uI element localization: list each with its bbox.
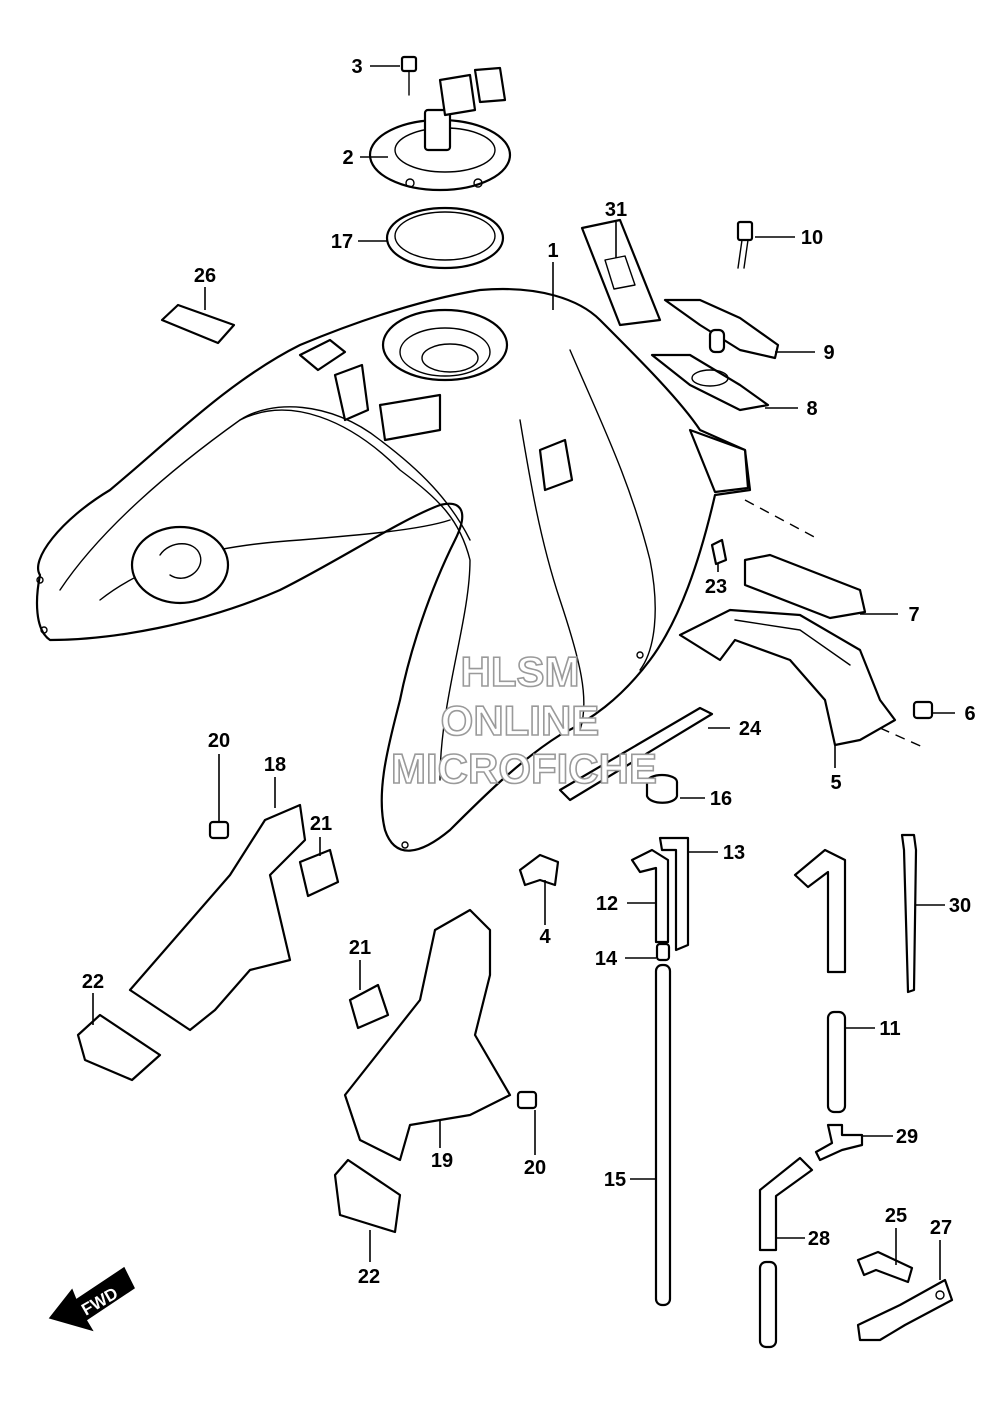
watermark-line-2: ONLINE: [441, 697, 600, 744]
callout-2: 2: [342, 147, 353, 169]
callout-9: 9: [823, 342, 834, 364]
callout-12: 12: [596, 893, 618, 915]
callout-20-b: 20: [524, 1157, 546, 1179]
hose-15: [654, 963, 672, 1307]
callout-6: 6: [964, 703, 975, 725]
callout-11: 11: [879, 1018, 900, 1040]
callout-23: 23: [705, 576, 727, 598]
callout-14: 14: [595, 948, 618, 970]
hose-28: [758, 1156, 814, 1252]
cushion-8: [650, 353, 770, 412]
bracket-9-spacer: [708, 328, 726, 354]
callout-18: 18: [264, 754, 286, 776]
callout-leaders: [92, 65, 955, 1280]
callout-20-a: 20: [208, 730, 230, 752]
callout-28: 28: [808, 1228, 830, 1250]
strip-24: [558, 706, 714, 802]
callout-25: 25: [885, 1205, 907, 1227]
hose-28-lower: [758, 1260, 778, 1349]
callout-13: 13: [723, 842, 745, 864]
joint-29: [814, 1123, 864, 1162]
callout-4: 4: [539, 926, 551, 948]
bolt-20-b: [516, 1090, 538, 1110]
gasket-17: [385, 206, 505, 270]
callout-15: 15: [604, 1169, 626, 1191]
bolt-6: [912, 700, 934, 720]
bolt-20-a: [208, 820, 230, 840]
callout-22-a: 22: [82, 971, 104, 993]
watermark: HLSM ONLINE MICROFICHE: [390, 647, 658, 793]
bracket-19: [343, 908, 512, 1162]
callout-30: 30: [949, 895, 971, 917]
assembly-guide-line-1: [744, 499, 821, 541]
callout-17: 17: [331, 231, 353, 253]
cushion-21-b: [348, 983, 390, 1030]
callout-26: 26: [194, 265, 216, 287]
hose-12: [630, 848, 670, 944]
bolt-25: [856, 1250, 914, 1284]
bolt-10: [736, 220, 754, 269]
callout-3: 3: [351, 56, 362, 78]
fuel-cap: [368, 66, 512, 192]
tie-30: [900, 833, 918, 994]
hose-13: [658, 836, 690, 952]
watermark-line-3: MICROFICHE: [391, 745, 657, 792]
callout-22-b: 22: [358, 1266, 380, 1288]
cushion-21-a: [298, 848, 340, 898]
callout-5: 5: [830, 772, 841, 794]
callout-7: 7: [908, 604, 919, 626]
cushion-7: [743, 553, 867, 620]
callout-numbers: 3 2 17 1 31 26 10 9 8 23 7 6 24 5 16 13 …: [82, 56, 976, 1288]
watermark-line-1: HLSM: [461, 648, 580, 695]
clamp-27: [856, 1278, 954, 1342]
joint-14: [655, 942, 671, 962]
grommet-16: [645, 773, 679, 804]
clip-23: [710, 538, 728, 566]
clamp-4: [518, 853, 560, 887]
bracket-5: [678, 608, 897, 747]
callout-1: 1: [547, 240, 558, 262]
assembly-guide-line-2: [879, 727, 926, 749]
bolt-3: [400, 55, 418, 96]
callout-27: 27: [930, 1217, 952, 1239]
cushion-22-a: [76, 1013, 162, 1082]
hose-11-lower: [826, 1010, 847, 1114]
hose-11-upper: [793, 848, 847, 974]
callout-21-b: 21: [349, 937, 371, 959]
callout-10: 10: [801, 227, 823, 249]
bracket-18: [128, 803, 307, 1032]
callout-29: 29: [896, 1126, 918, 1148]
label-31: [580, 218, 662, 327]
callout-16: 16: [710, 788, 732, 810]
callout-24: 24: [739, 718, 762, 740]
fuel-tank: [35, 287, 752, 852]
cushion-22-b: [333, 1158, 402, 1234]
callout-8: 8: [806, 398, 817, 420]
label-26: [160, 303, 236, 345]
forward-arrow-icon: FWD: [48, 1266, 135, 1332]
callout-21-a: 21: [310, 813, 332, 835]
callout-31: 31: [605, 199, 627, 221]
callout-19: 19: [431, 1150, 453, 1172]
